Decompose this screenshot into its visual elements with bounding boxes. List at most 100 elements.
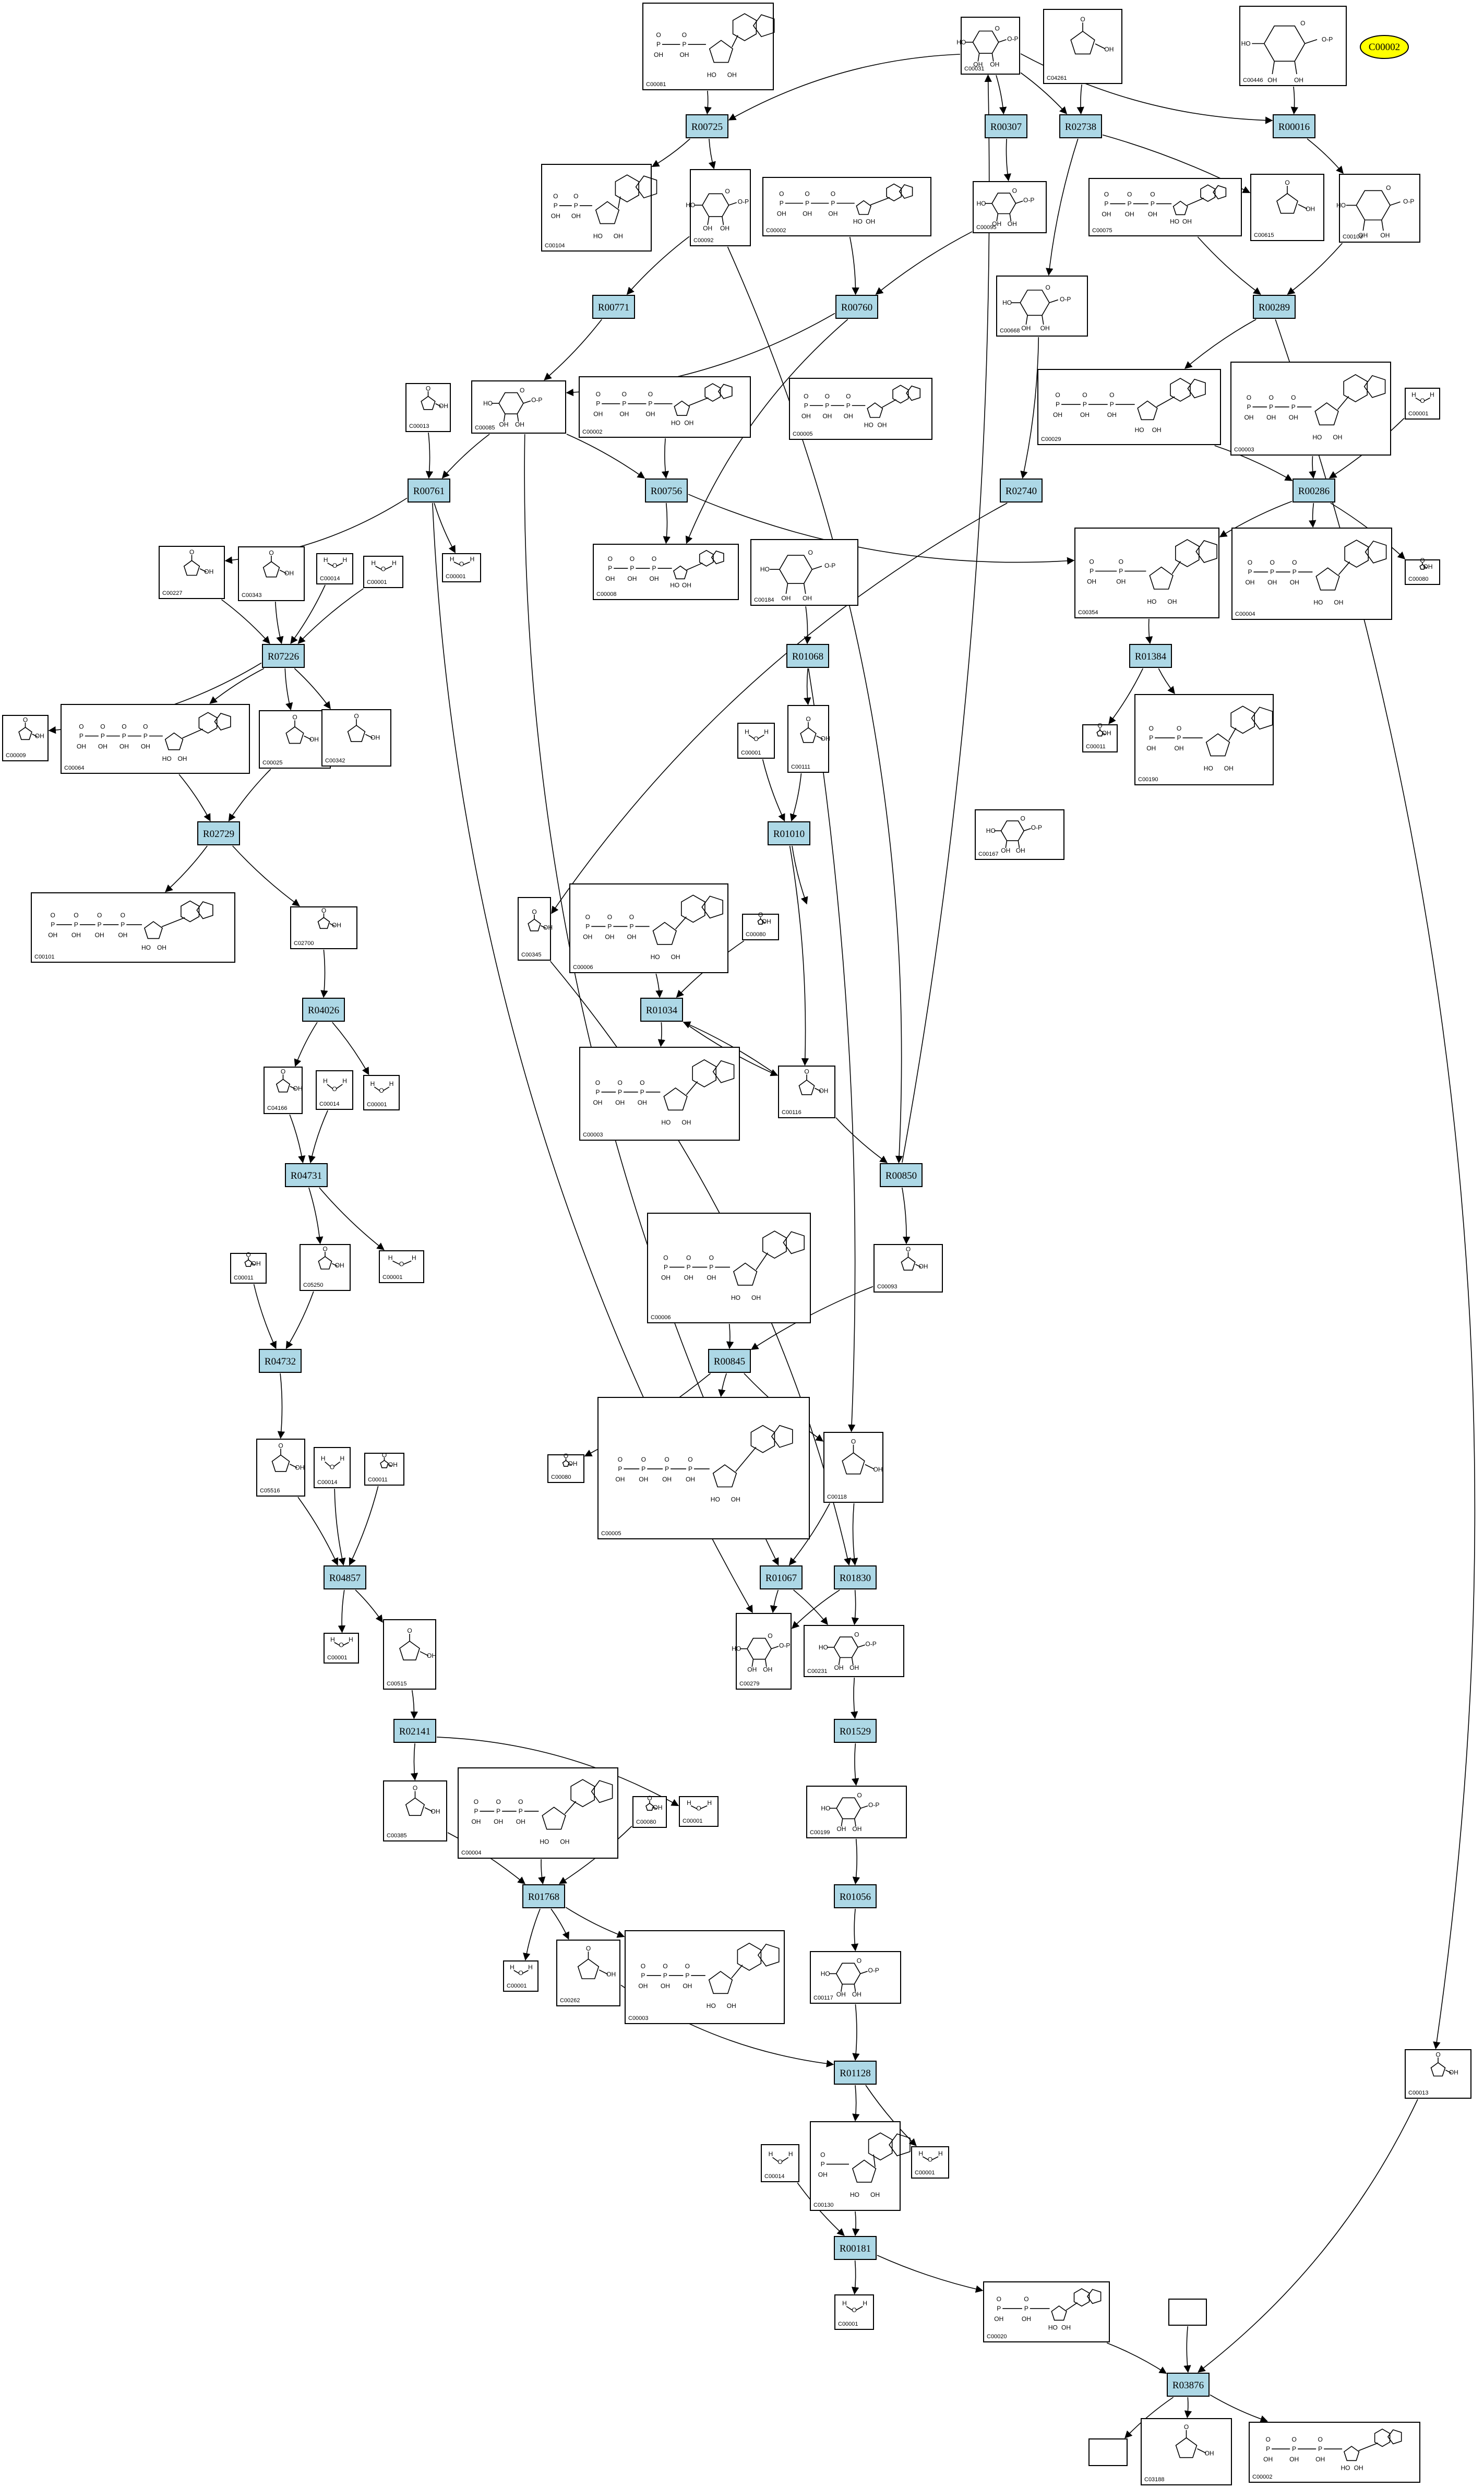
reaction-node[interactable]: R00016 (1273, 114, 1315, 138)
reaction-node[interactable]: R04026 (302, 998, 345, 1022)
reaction-node[interactable]: R04732 (259, 1349, 302, 1373)
reaction-node[interactable]: R01056 (834, 1884, 877, 1908)
highlight-node[interactable]: C00002 (1360, 35, 1409, 59)
reaction-node[interactable]: R01529 (834, 1719, 877, 1743)
reaction-node[interactable]: R01128 (834, 2061, 877, 2085)
reaction-node[interactable]: R04857 (324, 1565, 366, 1589)
reaction-node[interactable]: R00760 (835, 295, 878, 319)
reaction-node[interactable]: R00761 (408, 479, 450, 503)
reaction-node[interactable]: R03876 (1167, 2373, 1210, 2397)
reaction-node[interactable]: R00725 (686, 114, 728, 138)
compound-node[interactable] (1088, 2438, 1128, 2466)
reaction-node[interactable]: R00289 (1253, 295, 1296, 319)
reaction-node[interactable]: R01010 (768, 821, 810, 845)
reaction-node[interactable]: R01830 (834, 1565, 877, 1589)
reaction-node[interactable]: R04731 (285, 1163, 328, 1187)
reaction-node[interactable]: R01068 (786, 644, 829, 668)
reaction-node[interactable]: R01768 (522, 1884, 565, 1908)
reaction-node[interactable]: R00756 (645, 479, 688, 503)
reaction-node[interactable]: R02740 (1000, 479, 1043, 503)
reaction-node[interactable]: R01067 (760, 1565, 803, 1589)
reaction-node[interactable]: R01384 (1129, 644, 1172, 668)
reaction-node[interactable]: R00771 (592, 295, 635, 319)
reaction-node[interactable]: R00850 (880, 1163, 923, 1187)
compound-node[interactable] (1168, 2299, 1207, 2326)
reaction-node[interactable]: R01034 (640, 998, 683, 1022)
reaction-node[interactable]: R00307 (985, 114, 1027, 138)
reaction-node[interactable]: R00181 (834, 2236, 877, 2260)
reaction-node[interactable]: R02141 (393, 1719, 436, 1743)
reaction-node[interactable]: R00845 (708, 1349, 751, 1373)
reaction-node[interactable]: R07226 (262, 644, 305, 668)
reaction-node[interactable]: R02729 (197, 821, 240, 845)
